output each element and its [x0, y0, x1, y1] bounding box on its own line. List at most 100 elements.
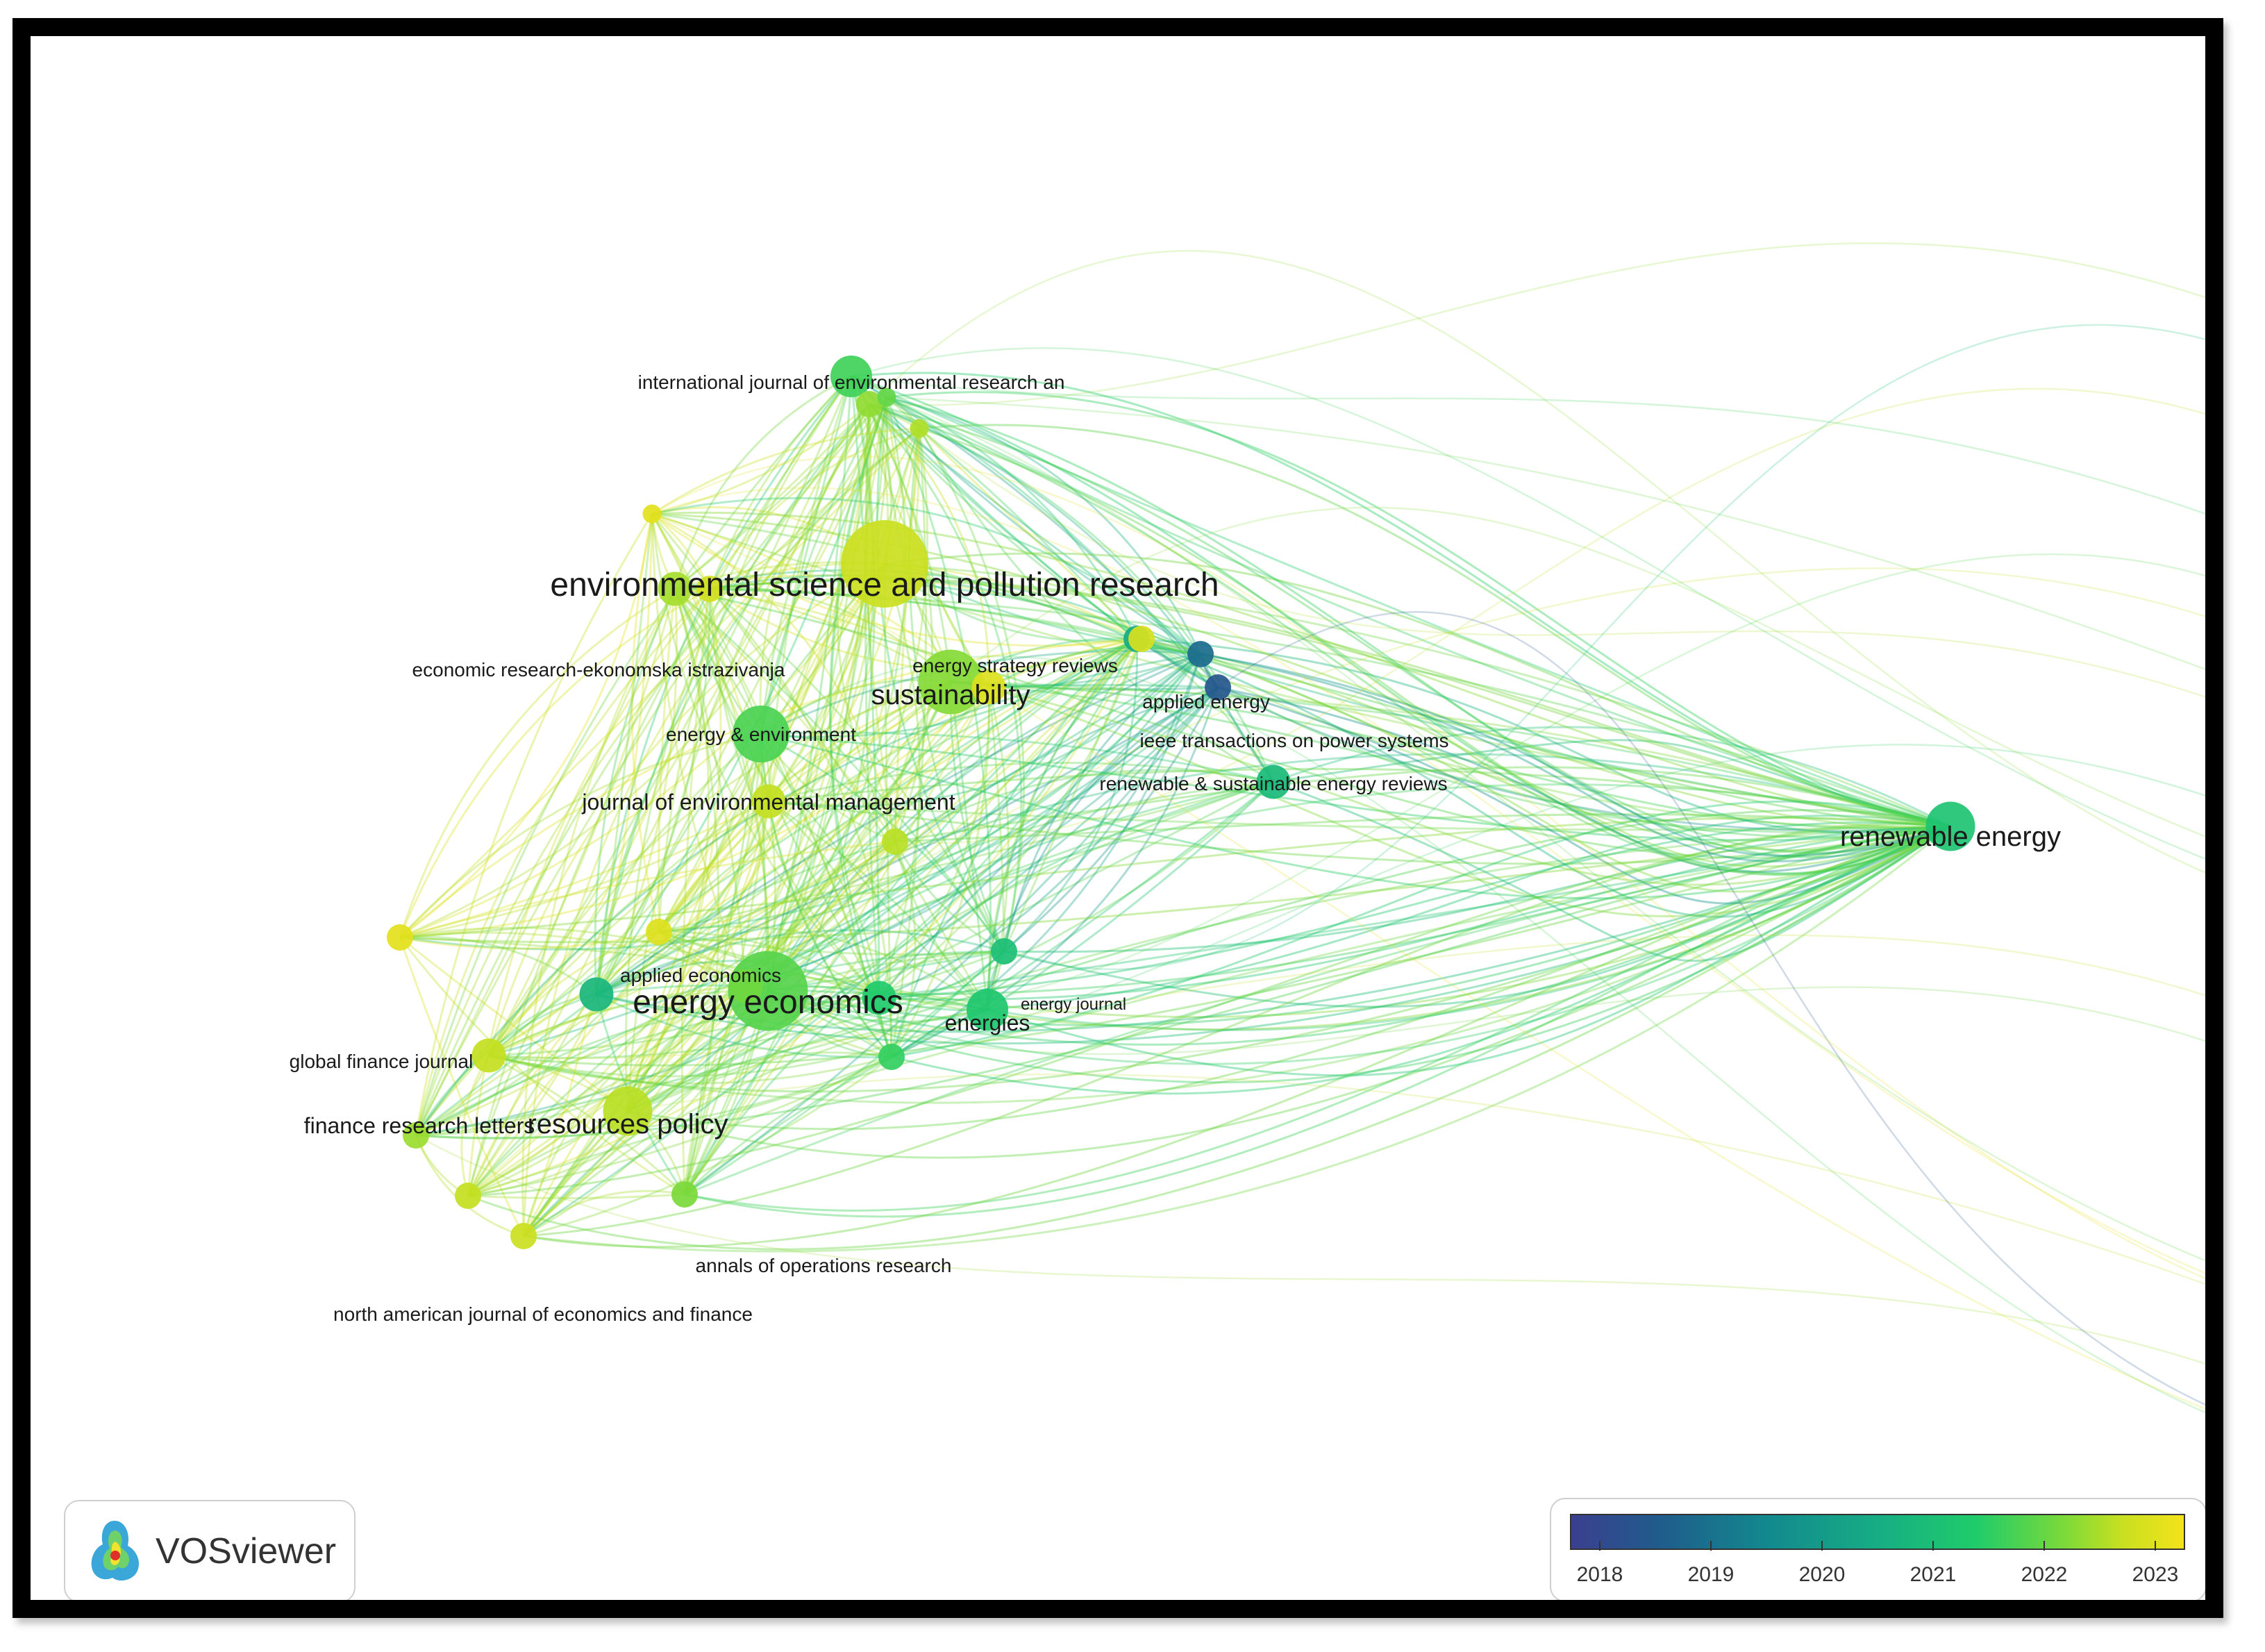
link-edge — [488, 1008, 988, 1078]
link-edge — [767, 825, 1951, 1065]
node-aor[interactable] — [671, 1181, 698, 1208]
label-ener[interactable]: energies — [945, 1010, 1030, 1035]
node-n13[interactable] — [403, 1122, 429, 1149]
node-frl[interactable] — [471, 1038, 506, 1073]
node-ener[interactable] — [967, 989, 1008, 1031]
link-edge — [658, 800, 770, 933]
link-edge — [415, 733, 762, 1137]
link-edge — [850, 375, 1137, 640]
link-edge — [626, 681, 951, 1112]
label-aor[interactable]: annals of operations research — [696, 1255, 952, 1276]
link-edge — [836, 397, 896, 842]
node-n11[interactable] — [728, 969, 763, 1003]
outbound-link — [869, 250, 2205, 874]
link-edge — [399, 931, 769, 992]
renewable-energy-link — [919, 424, 1951, 828]
label-apec[interactable]: applied economics — [620, 965, 781, 986]
link-edge — [467, 397, 888, 1196]
node-n6[interactable] — [877, 387, 896, 407]
visualization-frame: environmental science and pollution rese… — [12, 18, 2223, 1618]
label-gfj[interactable]: global finance journal — [290, 1051, 474, 1072]
label-najef[interactable]: north american journal of economics and … — [333, 1303, 753, 1325]
label-frl[interactable]: finance research letters — [304, 1113, 535, 1138]
node-gfj[interactable] — [579, 977, 614, 1012]
node-najef[interactable] — [510, 1223, 537, 1249]
node-jem[interactable] — [751, 784, 786, 819]
link-edge — [987, 825, 1951, 1031]
node-esr[interactable] — [696, 576, 723, 602]
link-edge — [522, 427, 920, 1237]
node-n1[interactable] — [971, 670, 1006, 705]
node-ieee[interactable] — [1205, 674, 1231, 701]
label-esr[interactable]: energy strategy reviews — [912, 655, 1118, 676]
renewable-energy-link — [1200, 653, 1951, 857]
node-n12[interactable] — [1187, 641, 1214, 667]
link-edge — [522, 996, 880, 1237]
node-erek[interactable] — [658, 571, 692, 606]
node-ree[interactable] — [1925, 801, 1975, 851]
node-rp[interactable] — [603, 1086, 653, 1136]
link-edge — [596, 929, 1005, 996]
link-edge — [744, 428, 928, 987]
link-edge — [415, 687, 1219, 1137]
node-ijer[interactable] — [830, 356, 872, 397]
label-ee[interactable]: energy & environment — [666, 724, 856, 745]
link-edge — [658, 733, 762, 933]
node-apec[interactable] — [646, 919, 672, 945]
link-edge — [658, 397, 888, 933]
label-ree[interactable]: renewable energy — [1840, 821, 2061, 852]
node-n9[interactable] — [387, 924, 413, 951]
label-ae[interactable]: applied energy — [1142, 691, 1270, 712]
label-ijer[interactable]: international journal of environmental r… — [638, 372, 1065, 393]
link-edge — [626, 588, 710, 1112]
node-ej[interactable] — [991, 938, 1017, 965]
node-n2[interactable] — [862, 981, 896, 1015]
link-edge — [627, 825, 1951, 1112]
vosviewer-wordmark: VOSviewer — [156, 1531, 337, 1571]
outbound-link — [467, 567, 2205, 1196]
label-rser[interactable]: renewable & sustainable energy reviews — [1099, 773, 1447, 794]
node-rser[interactable] — [1256, 765, 1291, 799]
label-ieee[interactable]: ieee transactions on power systems — [1139, 730, 1448, 751]
link-edge — [658, 781, 1274, 933]
network-map[interactable]: environmental science and pollution rese… — [31, 36, 2205, 1600]
link-edge — [890, 428, 927, 1058]
link-edge — [657, 588, 676, 933]
node-n3[interactable] — [910, 419, 929, 438]
link-edge — [709, 587, 1137, 640]
node-n7[interactable] — [1128, 626, 1155, 652]
node-n10[interactable] — [882, 828, 908, 855]
node-ee[interactable] — [733, 706, 789, 762]
label-esp[interactable]: environmental science and pollution rese… — [550, 567, 1219, 603]
outbound-link — [627, 1073, 2205, 1285]
link-edge — [651, 513, 893, 1058]
link-edge — [864, 403, 896, 842]
node-n4[interactable] — [642, 504, 662, 524]
node-esp[interactable] — [841, 520, 928, 608]
label-ej[interactable]: energy journal — [1021, 995, 1126, 1014]
node-sus[interactable] — [918, 649, 983, 715]
link-edge — [894, 841, 989, 1011]
link-edge — [658, 637, 1142, 933]
node-n14[interactable] — [455, 1183, 481, 1209]
label-ene[interactable]: energy economics — [633, 984, 903, 1021]
link-edge — [488, 686, 1219, 1057]
node-n5[interactable] — [856, 391, 883, 417]
outbound-link — [891, 744, 2205, 1058]
label-rp[interactable]: resources policy — [527, 1109, 728, 1140]
link-edge — [630, 513, 660, 933]
link-edge — [988, 637, 1142, 689]
legend-year-label: 2021 — [1910, 1563, 1957, 1586]
node-n8[interactable] — [878, 1044, 905, 1070]
link-edge — [884, 562, 1951, 828]
link-edge — [399, 800, 769, 939]
link-edge — [878, 638, 1143, 999]
link-edge — [596, 753, 1951, 996]
renewable-energy-link — [1217, 686, 1951, 874]
link-edge — [876, 397, 1005, 952]
label-jem[interactable]: journal of environmental management — [581, 790, 955, 815]
label-sus[interactable]: sustainability — [871, 680, 1030, 710]
label-erek[interactable]: economic research-ekonomska istrazivanja — [412, 659, 785, 681]
link-edge — [745, 638, 1143, 987]
link-edge — [626, 840, 896, 1112]
